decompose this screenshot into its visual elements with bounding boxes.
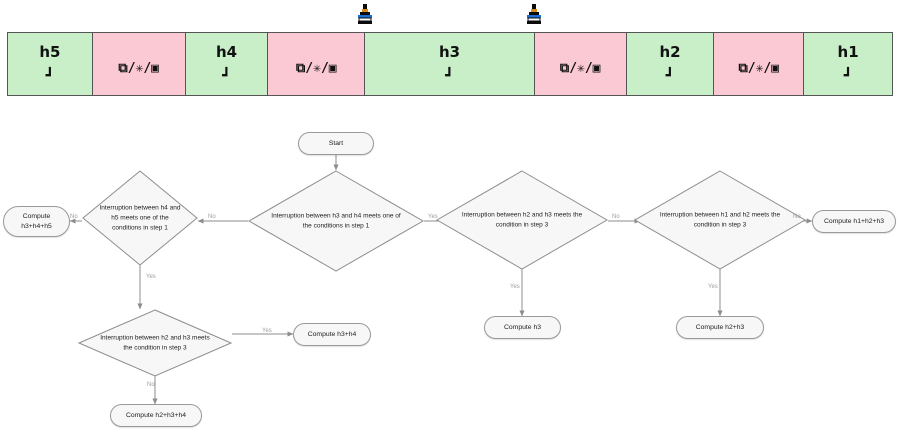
node-label: Start	[328, 139, 344, 147]
edge-label-d3-yes: Yes	[510, 284, 520, 290]
pin-marker-icon	[521, 2, 547, 28]
node-compute-h2-h3-h4[interactable]: Compute h2+h3+h4	[110, 404, 202, 427]
node-compute-h2-h3[interactable]: Compute h2+h3	[676, 316, 764, 339]
decision-h2-h3-bottom[interactable]: Interruption between h2 and h3 meets the…	[78, 309, 232, 377]
decision-h4-h5[interactable]: Interruption between h4 and h5 meets one…	[82, 170, 198, 266]
node-label: Compute h3	[503, 323, 542, 331]
node-compute-h1-h2-h3[interactable]: Compute h1+h2+h3	[812, 210, 896, 233]
pin-marker-icon	[352, 2, 378, 28]
segment-glyph: ┛	[445, 68, 454, 84]
segment-glyph: ┛	[222, 68, 231, 84]
edge-label-d3-no: No	[612, 214, 620, 220]
segment-h3: h3 ┛	[365, 33, 535, 95]
edge-label-d1-yes: Yes	[428, 214, 438, 220]
segment-glyph: ┛	[843, 68, 853, 84]
segment-label: h5	[39, 43, 61, 61]
flowchart-panel: Start Interruption between h3 and h4 mee…	[0, 104, 900, 434]
node-label: Compute h3+h4	[307, 330, 357, 338]
node-start[interactable]: Start	[298, 132, 374, 155]
segment-event-2: ⧉/✳/▣	[268, 33, 366, 95]
node-label: Compute h2+h3	[695, 323, 745, 331]
node-compute-h3-h4-h5[interactable]: Compute h3+h4+h5	[3, 206, 70, 237]
segment-label: h3	[438, 43, 461, 61]
segment-glyph: ┛	[665, 68, 675, 84]
node-label: Interruption between h2 and h3 meets the…	[100, 334, 210, 351]
edge-label-d2-yes: Yes	[146, 274, 156, 280]
segment-glyph: ⧉/✳/▣	[296, 61, 337, 76]
segment-h5: h5 ┛	[8, 33, 93, 95]
segment-label: h1	[837, 43, 859, 61]
edge-label-d5-yes: Yes	[262, 328, 272, 334]
segment-markers	[0, 0, 900, 30]
segment-event-3: ⧉/✳/▣	[534, 33, 627, 95]
decision-h2-h3-top[interactable]: Interruption between h2 and h3 meets the…	[436, 170, 608, 270]
edge-label-d2-no: No	[70, 214, 78, 220]
decision-h3-h4[interactable]: Interruption between h3 and h4 meets one…	[248, 170, 424, 272]
node-label: Interruption between h3 and h4 meets one…	[271, 212, 401, 229]
node-label: Interruption between h4 and h5 meets one…	[99, 204, 181, 231]
segment-glyph: ⧉/✳/▣	[738, 61, 780, 76]
segment-label: h2	[659, 43, 681, 61]
node-label: Interruption between h1 and h2 meets the…	[659, 211, 781, 228]
edge-label-d1-no: No	[208, 214, 216, 220]
segment-h4: h4 ┛	[185, 33, 269, 95]
segment-event-4: ⧉/✳/▣	[714, 33, 805, 95]
segment-label: h4	[215, 43, 238, 61]
node-label: Compute h2+h3+h4	[125, 411, 187, 419]
segment-glyph: ⧉/✳/▣	[559, 61, 601, 76]
segment-glyph: ┛	[45, 68, 55, 84]
edge-label-d4-no: No	[793, 214, 801, 220]
edge-label-d4-yes: Yes	[708, 284, 718, 290]
node-label: Compute h1+h2+h3	[823, 217, 885, 225]
timeline-panel: h5 ┛ ⧉/✳/▣ h4 ┛ ⧉/✳/▣ h3 ┛ ⧉/✳/▣ h2 ┛	[0, 0, 900, 104]
edge-label-d5-no: No	[147, 382, 155, 388]
segment-h1: h1 ┛	[804, 33, 892, 95]
segment-bar: h5 ┛ ⧉/✳/▣ h4 ┛ ⧉/✳/▣ h3 ┛ ⧉/✳/▣ h2 ┛	[7, 32, 893, 96]
node-compute-h3[interactable]: Compute h3	[484, 316, 561, 339]
decision-h1-h2[interactable]: Interruption between h1 and h2 meets the…	[634, 170, 806, 270]
segment-event-1: ⧉/✳/▣	[92, 33, 186, 95]
segment-h2: h2 ┛	[626, 33, 715, 95]
node-compute-h3-h4[interactable]: Compute h3+h4	[293, 323, 371, 346]
node-label: Compute h3+h4+h5	[21, 212, 52, 230]
segment-glyph: ⧉/✳/▣	[118, 61, 159, 76]
node-label: Interruption between h2 and h3 meets the…	[461, 211, 583, 228]
